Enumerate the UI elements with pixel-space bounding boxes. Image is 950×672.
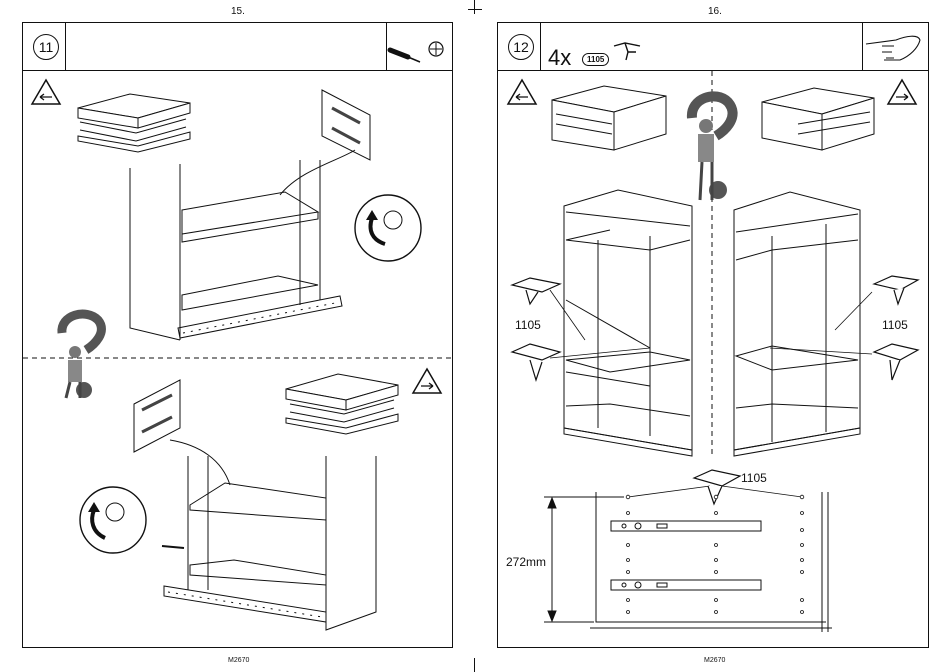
drawer-unit-diagram-right [762, 88, 874, 150]
bracket-part-1105-right-bottom [874, 344, 918, 380]
orientation-triangle-icon-right [888, 80, 916, 104]
drawer-unit-diagram-left [552, 86, 666, 150]
bracket-part-1105-right-top [874, 276, 918, 304]
bracket-part-1105-left-bottom [512, 344, 560, 380]
hand-push-icon [866, 36, 920, 60]
footer-code-right: M2670 [704, 657, 725, 664]
peg-holes [626, 495, 804, 613]
dimension-line-272mm [544, 497, 624, 622]
bracket-part-1105-left-top [512, 278, 560, 304]
bracket-part-icon [614, 43, 640, 60]
orientation-triangle-icon-left [508, 80, 536, 104]
cabinet-diagram-left [564, 190, 692, 456]
